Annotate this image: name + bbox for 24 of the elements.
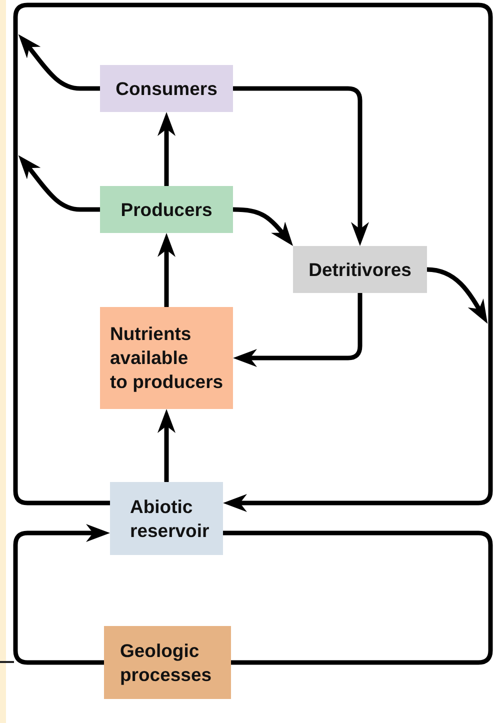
arrow — [18, 34, 100, 91]
process-box — [100, 186, 233, 233]
node-label: Abiotic reservoir — [130, 494, 210, 542]
arrow — [233, 86, 369, 246]
arrow — [18, 155, 100, 212]
connector-line — [223, 530, 493, 665]
arrow — [13, 2, 493, 512]
arrow — [232, 207, 294, 246]
arrow — [158, 233, 176, 307]
process-box — [100, 307, 233, 409]
process-box — [100, 65, 233, 112]
node-label: Geologic processes — [120, 638, 213, 686]
arrow — [158, 112, 176, 186]
process-box — [110, 482, 223, 555]
process-box — [293, 246, 427, 293]
node-label: Nutrients available to producers — [110, 322, 224, 394]
arrow — [158, 409, 176, 482]
arrow — [426, 267, 488, 324]
node-label: Detritivores — [308, 258, 412, 282]
node-label: Producers — [120, 198, 212, 222]
process-box — [104, 626, 231, 699]
arrow — [13, 524, 110, 665]
node-label: Consumers — [116, 76, 218, 100]
arrow — [233, 293, 362, 367]
